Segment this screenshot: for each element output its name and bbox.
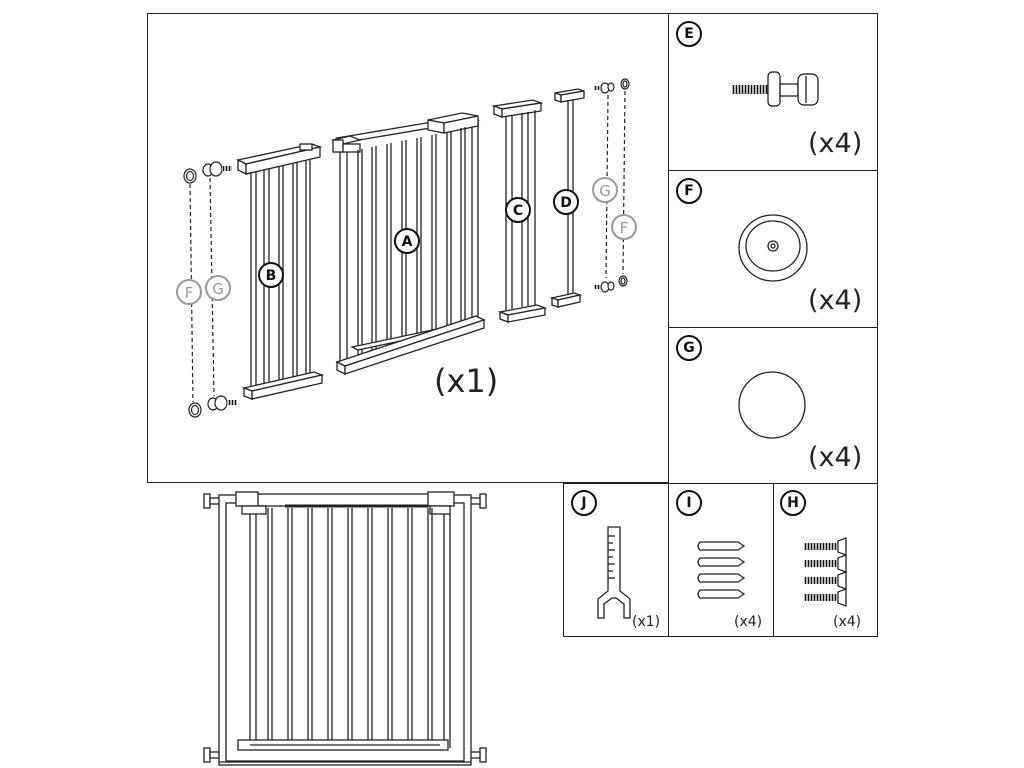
gate-a-drawing	[330, 112, 486, 376]
marker-b: B	[266, 268, 277, 284]
extension-b-drawing	[236, 143, 325, 400]
quantity-g: (x4)	[808, 442, 863, 473]
tool-j-icon	[597, 526, 631, 619]
cap-g-icon	[738, 371, 806, 439]
quantity-f: (x4)	[808, 285, 863, 316]
marker-f-left: F	[185, 284, 194, 302]
quantity-e: (x4)	[808, 128, 863, 159]
part-markers: A B C D F G G F	[176, 177, 637, 305]
quantity-h: (x4)	[833, 614, 862, 630]
letter-i: I	[676, 490, 702, 516]
quantity-j: (x1)	[632, 614, 661, 630]
bolt-e-icon	[732, 71, 819, 107]
letter-e: E	[676, 21, 702, 47]
letter-j: J	[571, 490, 597, 516]
letter-h: H	[780, 490, 806, 516]
left-hardware-drawing	[183, 161, 237, 418]
screws-h-icon	[804, 537, 847, 607]
marker-a: A	[402, 234, 413, 250]
assembled-gate-drawing	[203, 491, 487, 766]
quantity-i: (x4)	[734, 614, 763, 630]
marker-g-right: G	[599, 182, 611, 200]
marker-d: D	[560, 195, 572, 211]
letter-g: G	[676, 335, 702, 361]
marker-c: C	[513, 203, 523, 219]
marker-g-left: G	[212, 280, 224, 298]
marker-f-right: F	[620, 219, 629, 237]
main-quantity: (x1)	[434, 362, 499, 400]
letter-f: F	[676, 178, 702, 204]
pad-f-icon	[738, 214, 808, 282]
plugs-i-icon	[697, 541, 746, 599]
